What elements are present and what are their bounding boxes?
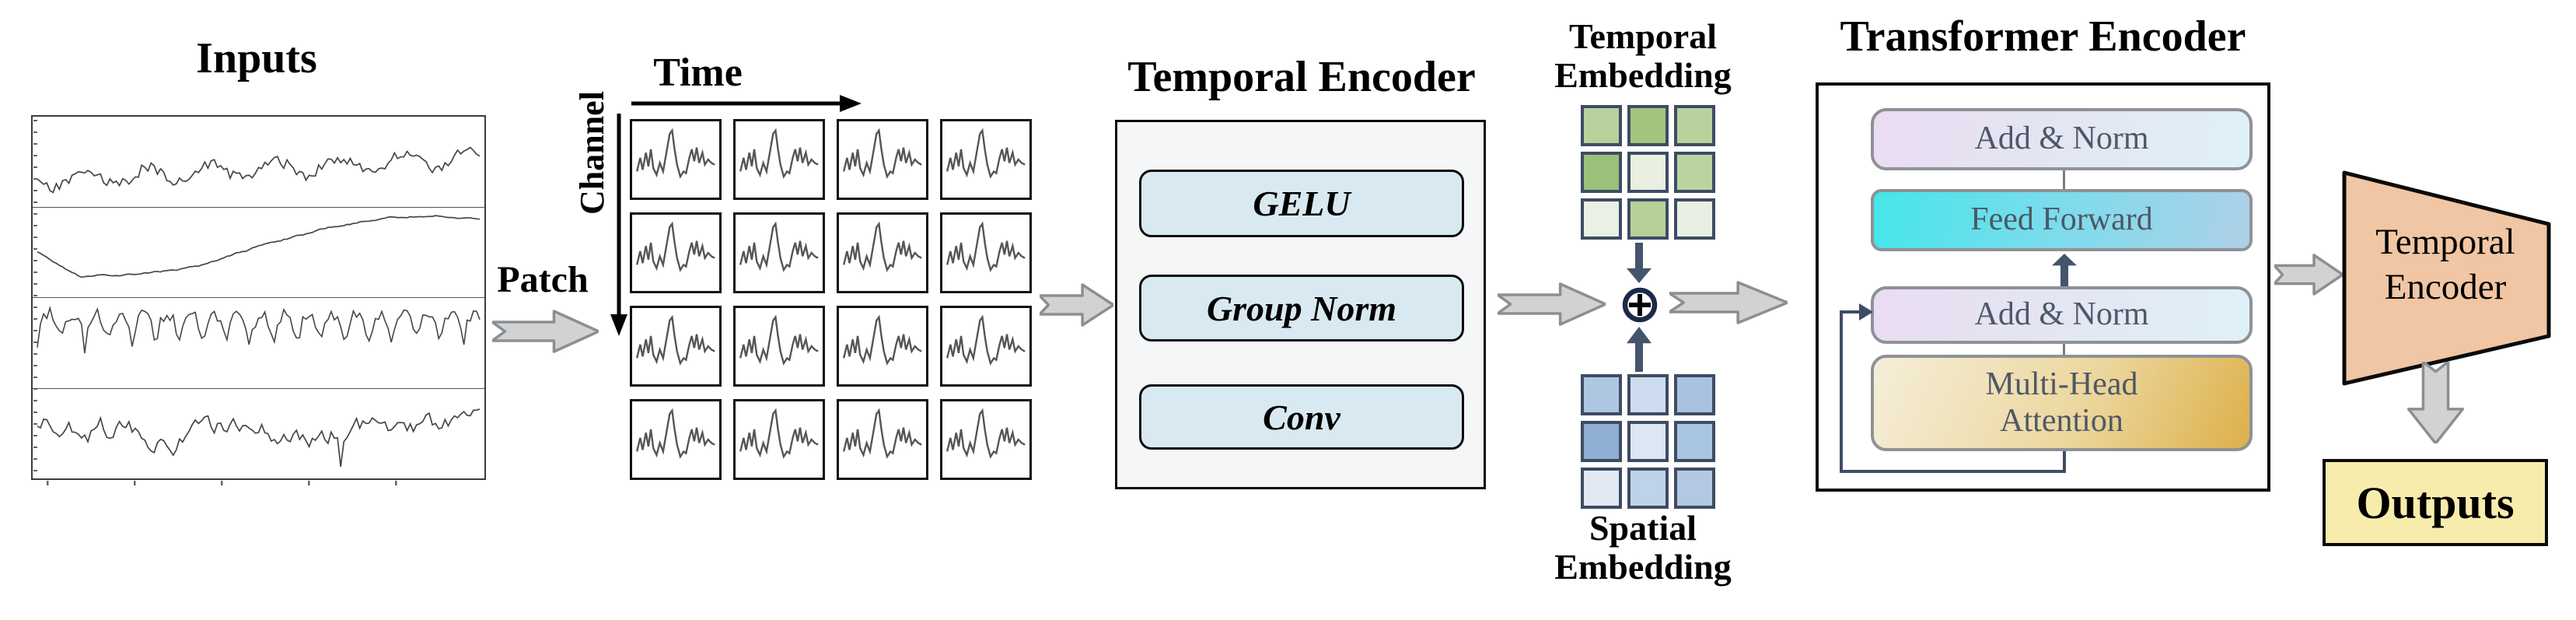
embedding-cell [1581, 421, 1622, 462]
embedding-cell [1627, 374, 1669, 415]
embedding-cell [1627, 152, 1669, 193]
embedding-cell [1674, 421, 1715, 462]
connector-line [2063, 170, 2065, 191]
temporal-embedding-grid [1581, 105, 1715, 240]
embedding-cell [1627, 198, 1669, 240]
patch-cell [940, 306, 1032, 387]
add-norm-block-top: Add & Norm [1871, 108, 2253, 170]
temporal-encoder-title: Temporal Encoder [1127, 53, 1476, 101]
patch-cell [630, 399, 722, 480]
embedding-cell [1581, 198, 1622, 240]
head-to-outputs-arrow-icon [2406, 362, 2465, 443]
series-line [37, 214, 481, 278]
inputs-title: Inputs [196, 34, 317, 82]
spatial-embedding-grid [1581, 374, 1715, 509]
inputs-bottom-ticks [47, 481, 478, 485]
patch-cell [733, 399, 825, 480]
patch-grid [630, 119, 1032, 480]
feed-forward-block: Feed Forward [1871, 189, 2253, 251]
input-series-panel [33, 297, 484, 388]
patch-cell [940, 119, 1032, 200]
input-series-panel [33, 206, 484, 298]
patch-cell [837, 212, 928, 293]
embedding-cell [1674, 374, 1715, 415]
patch-cell [630, 306, 722, 387]
series-line [37, 305, 481, 354]
transformer-encoder-title: Transformer Encoder [1840, 12, 2246, 61]
embedding-cell [1674, 105, 1715, 146]
patch-cell [630, 119, 722, 200]
patch-cell [837, 119, 928, 200]
transformer-to-head-arrow-icon [2274, 254, 2343, 296]
patch-cell [837, 399, 928, 480]
patch-cell [940, 212, 1032, 293]
residual-skip-connection [1840, 303, 2066, 473]
series-line [37, 408, 481, 467]
temporal-encoder-trapezoid [2342, 170, 2551, 386]
series-line [37, 146, 481, 194]
encoder-to-add-arrow-icon [1498, 282, 1606, 326]
outputs-label: Outputs [2356, 477, 2515, 528]
multi-head-attention-block: Multi-Head Attention [1871, 355, 2253, 451]
embedding-cell [1581, 152, 1622, 193]
circled-plus-icon [1622, 287, 1658, 323]
patch-cell [733, 212, 825, 293]
embedding-cell [1581, 468, 1622, 509]
patch-cell [837, 306, 928, 387]
patch-label: Patch [497, 259, 589, 300]
channel-axis-arrow-icon [610, 114, 627, 336]
time-axis-label: Time [653, 51, 743, 95]
spatial-embedding-label: Spatial Embedding [1554, 508, 1732, 587]
connector-line [2063, 344, 2065, 355]
transformer-encoder-box: Add & Norm Feed Forward Add & Norm Multi… [1816, 82, 2270, 492]
patch-cell [940, 399, 1032, 480]
inputs-plot [31, 115, 486, 485]
temporal-encoder-head-label: Temporal Encoder [2375, 222, 2515, 307]
gelu-layer: GELU [1139, 170, 1464, 237]
add-norm-block-bottom: Add & Norm [1871, 286, 2253, 344]
time-axis-arrow-icon [631, 95, 862, 112]
input-series-panel [33, 117, 484, 207]
embedding-cell [1627, 105, 1669, 146]
grid-to-encoder-arrow-icon [1040, 283, 1113, 327]
conv-layer: Conv [1139, 384, 1464, 450]
temporal-encoder-box: GELU Group Norm Conv [1115, 120, 1486, 489]
temporal-to-plus-arrow-icon [1627, 243, 1652, 283]
input-series-panel [33, 387, 484, 479]
embedding-cell [1581, 374, 1622, 415]
embedding-cell [1627, 421, 1669, 462]
patch-cell [630, 212, 722, 293]
embedding-cell [1581, 105, 1622, 146]
embedding-cell [1674, 198, 1715, 240]
embedding-cell [1627, 468, 1669, 509]
outputs-box: Outputs [2323, 459, 2548, 546]
add-to-transformer-arrow-icon [1669, 281, 1788, 324]
embedding-cell [1674, 152, 1715, 193]
patch-cell [733, 306, 825, 387]
spatial-to-plus-arrow-icon [1627, 327, 1652, 372]
channel-axis-label: Channel [573, 91, 611, 215]
patch-arrow-icon [492, 310, 599, 353]
temporal-embedding-label: Temporal Embedding [1554, 16, 1732, 95]
group-norm-layer: Group Norm [1139, 275, 1464, 342]
embedding-cell [1674, 468, 1715, 509]
patch-cell [733, 119, 825, 200]
